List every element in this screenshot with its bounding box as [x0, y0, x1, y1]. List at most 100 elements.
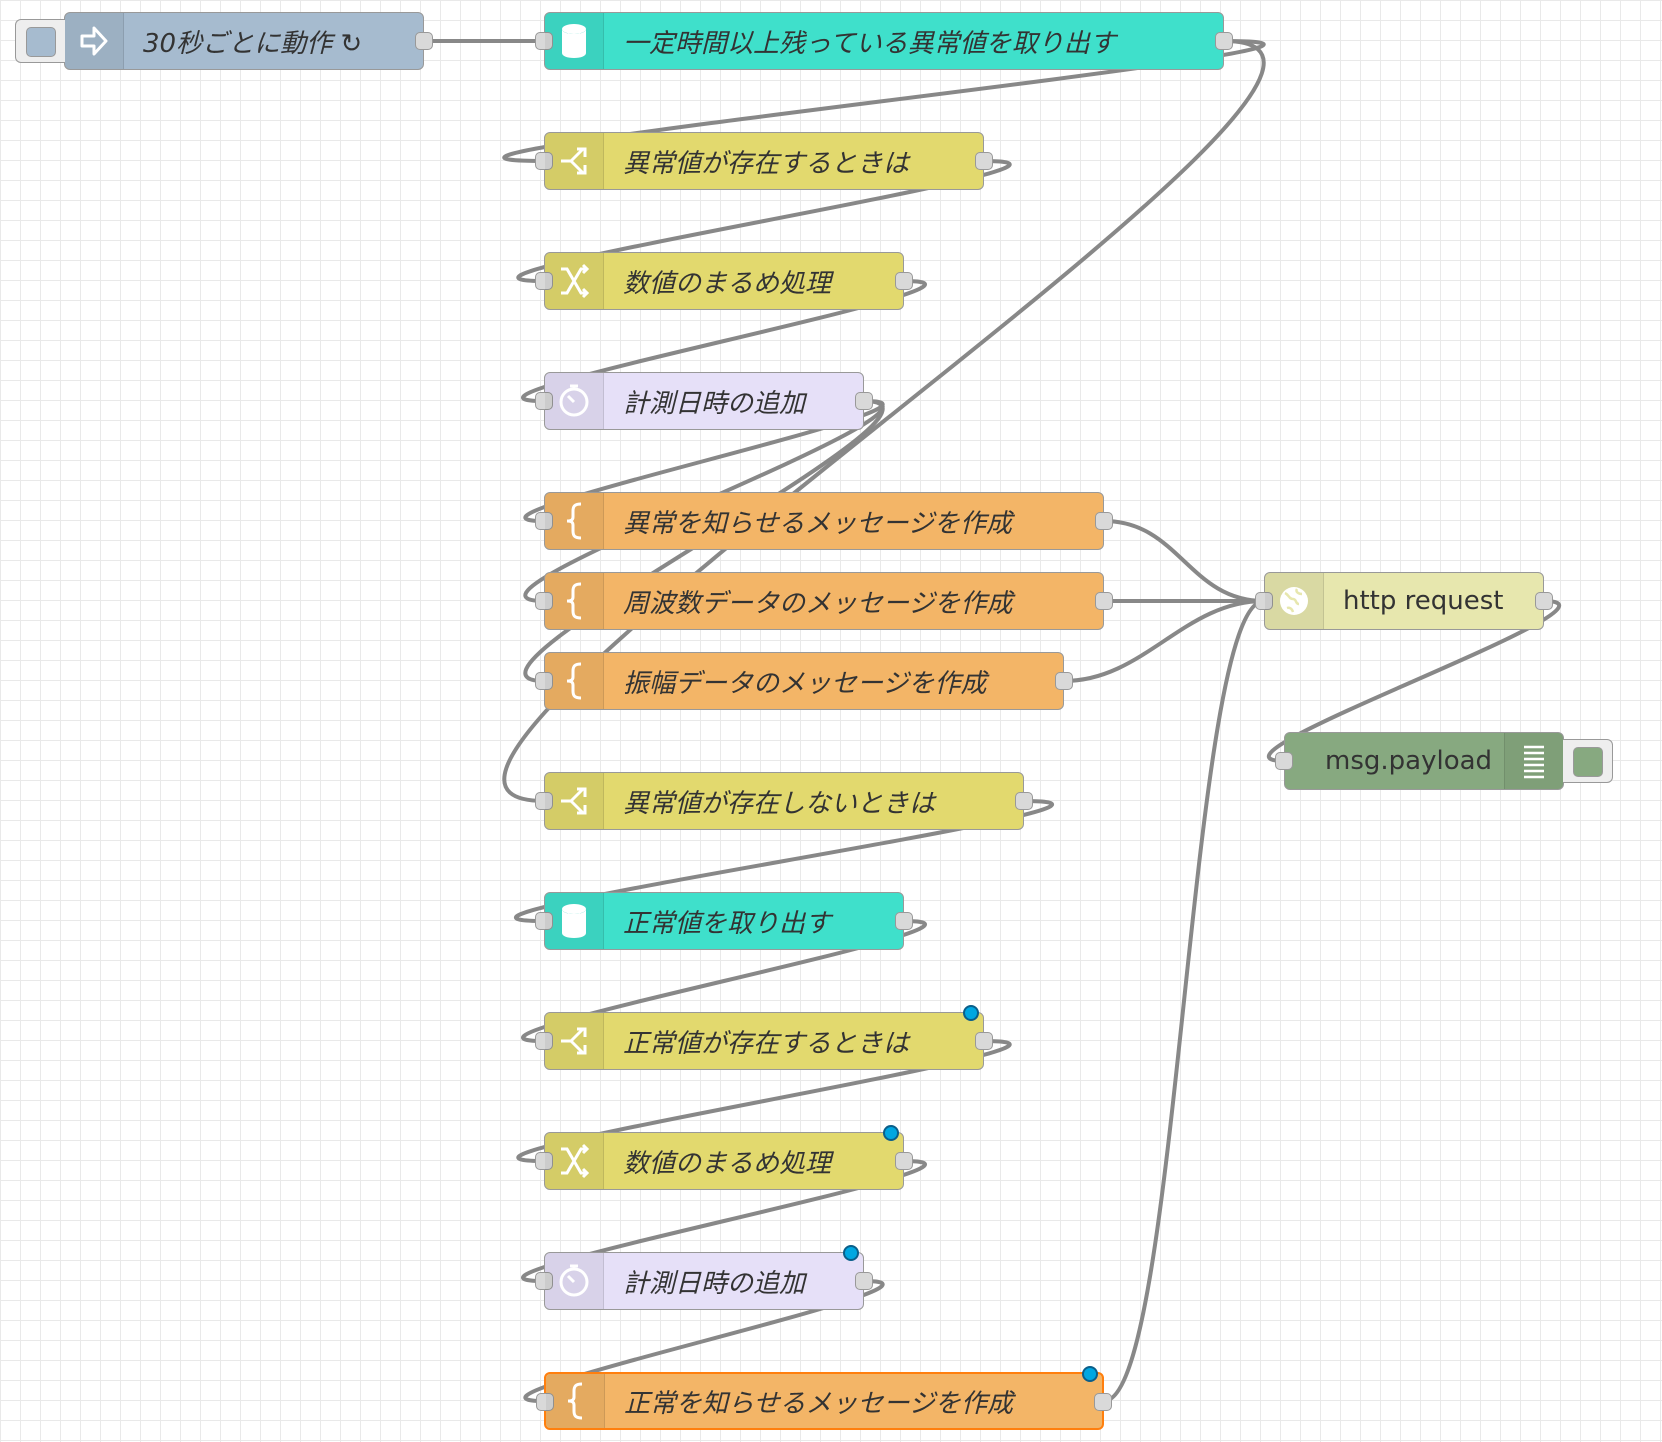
- output-port[interactable]: [895, 1152, 913, 1170]
- wire[interactable]: [521, 919, 927, 1043]
- database-icon: [545, 13, 604, 69]
- inject-node[interactable]: 30秒ごとに動作 ↻: [15, 12, 433, 70]
- output-port[interactable]: [1055, 672, 1073, 690]
- change-node[interactable]: 数値のまるめ処理: [535, 252, 913, 310]
- input-port[interactable]: [535, 792, 553, 810]
- node-label: 30秒ごとに動作 ↻: [143, 28, 363, 59]
- output-port[interactable]: [1215, 32, 1233, 50]
- changed-indicator: [1082, 1366, 1098, 1382]
- list-icon: [1504, 733, 1563, 789]
- node-label: 正常を知らせるメッセージを作成: [624, 1388, 1013, 1419]
- output-port[interactable]: [1015, 792, 1033, 810]
- timer-icon: [545, 1253, 604, 1309]
- switch-node[interactable]: 異常値が存在するときは: [535, 132, 993, 190]
- node-label: 正常値を取り出す: [623, 908, 832, 939]
- wire[interactable]: [516, 1039, 1012, 1163]
- mongodb-node[interactable]: 正常値を取り出す: [535, 892, 913, 950]
- node-label: 計測日時の追加: [623, 1268, 806, 1299]
- switch-icon: [545, 773, 604, 829]
- debug-node[interactable]: msg.payload: [1275, 732, 1613, 790]
- brace-icon: [546, 1374, 605, 1428]
- input-port[interactable]: [535, 1152, 553, 1170]
- output-port[interactable]: [895, 912, 913, 930]
- input-port[interactable]: [535, 1032, 553, 1050]
- debug-button-square[interactable]: [1573, 747, 1603, 777]
- switch-node[interactable]: 異常値が存在しないときは: [535, 772, 1033, 830]
- output-port[interactable]: [1095, 592, 1113, 610]
- changed-indicator: [843, 1245, 859, 1261]
- input-port[interactable]: [535, 32, 553, 50]
- node-label: 異常を知らせるメッセージを作成: [623, 508, 1012, 539]
- input-port[interactable]: [535, 912, 553, 930]
- input-port[interactable]: [1275, 752, 1293, 770]
- input-port[interactable]: [535, 592, 553, 610]
- template-node[interactable]: 異常を知らせるメッセージを作成: [535, 492, 1113, 550]
- wire[interactable]: [1266, 599, 1562, 763]
- node-label: 異常値が存在しないときは: [623, 788, 936, 819]
- input-port[interactable]: [535, 392, 553, 410]
- input-port[interactable]: [535, 152, 553, 170]
- mongodb-node[interactable]: 一定時間以上残っている異常値を取り出す: [535, 12, 1233, 70]
- output-port[interactable]: [895, 272, 913, 290]
- switch-node[interactable]: 正常値が存在するときは: [535, 1005, 993, 1070]
- node-label: 数値のまるめ処理: [623, 1148, 832, 1179]
- node-label: 振幅データのメッセージを作成: [623, 668, 987, 699]
- node-label: 一定時間以上残っている異常値を取り出す: [623, 28, 1116, 59]
- wire[interactable]: [1103, 599, 1265, 1403]
- moment-node[interactable]: 計測日時の追加: [535, 372, 873, 430]
- template-node[interactable]: 正常を知らせるメッセージを作成: [536, 1366, 1112, 1430]
- wire[interactable]: [502, 39, 1266, 803]
- wire[interactable]: [1063, 599, 1265, 683]
- wire[interactable]: [523, 399, 885, 523]
- node-label: 正常値が存在するときは: [623, 1028, 910, 1059]
- output-port[interactable]: [415, 32, 433, 50]
- changed-indicator: [883, 1125, 899, 1141]
- output-port[interactable]: [975, 1032, 993, 1050]
- debug-toggle-button[interactable]: [1563, 739, 1613, 783]
- input-port[interactable]: [535, 272, 553, 290]
- switch-icon: [545, 1013, 604, 1069]
- node-label: 数値のまるめ処理: [623, 268, 832, 299]
- template-node[interactable]: 周波数データのメッセージを作成: [535, 572, 1113, 630]
- timer-icon: [545, 373, 604, 429]
- node-label: 異常値が存在するときは: [623, 148, 910, 179]
- shuffle-icon: [545, 1133, 604, 1189]
- output-port[interactable]: [855, 1272, 873, 1290]
- change-node[interactable]: 数値のまるめ処理: [535, 1125, 913, 1190]
- database-icon: [545, 893, 604, 949]
- inject-trigger-button[interactable]: [15, 19, 65, 63]
- output-port[interactable]: [1094, 1393, 1112, 1411]
- output-port[interactable]: [975, 152, 993, 170]
- node-label: 計測日時の追加: [623, 388, 806, 419]
- brace-icon: [545, 493, 604, 549]
- arrow-in-icon: [65, 13, 124, 69]
- wire[interactable]: [521, 279, 927, 403]
- wire[interactable]: [523, 1279, 885, 1403]
- output-port[interactable]: [1535, 592, 1553, 610]
- changed-indicator: [963, 1005, 979, 1021]
- input-port[interactable]: [535, 672, 553, 690]
- inject-button-square[interactable]: [26, 27, 56, 57]
- brace-icon: [545, 653, 604, 709]
- node-label: msg.payload: [1325, 746, 1493, 776]
- wire[interactable]: [1103, 519, 1265, 603]
- node-label: 周波数データのメッセージを作成: [623, 588, 1013, 619]
- wire[interactable]: [514, 799, 1054, 923]
- http-request-node[interactable]: http request: [1255, 572, 1553, 630]
- brace-icon: [545, 573, 604, 629]
- input-port[interactable]: [536, 1393, 554, 1411]
- output-port[interactable]: [1095, 512, 1113, 530]
- switch-icon: [545, 133, 604, 189]
- template-node[interactable]: 振幅データのメッセージを作成: [535, 652, 1073, 710]
- input-port[interactable]: [535, 512, 553, 530]
- input-port[interactable]: [535, 1272, 553, 1290]
- globe-icon: [1265, 573, 1324, 629]
- moment-node[interactable]: 計測日時の追加: [535, 1245, 873, 1310]
- wire[interactable]: [516, 159, 1012, 283]
- input-port[interactable]: [1255, 592, 1273, 610]
- output-port[interactable]: [855, 392, 873, 410]
- shuffle-icon: [545, 253, 604, 309]
- wire[interactable]: [521, 1159, 927, 1283]
